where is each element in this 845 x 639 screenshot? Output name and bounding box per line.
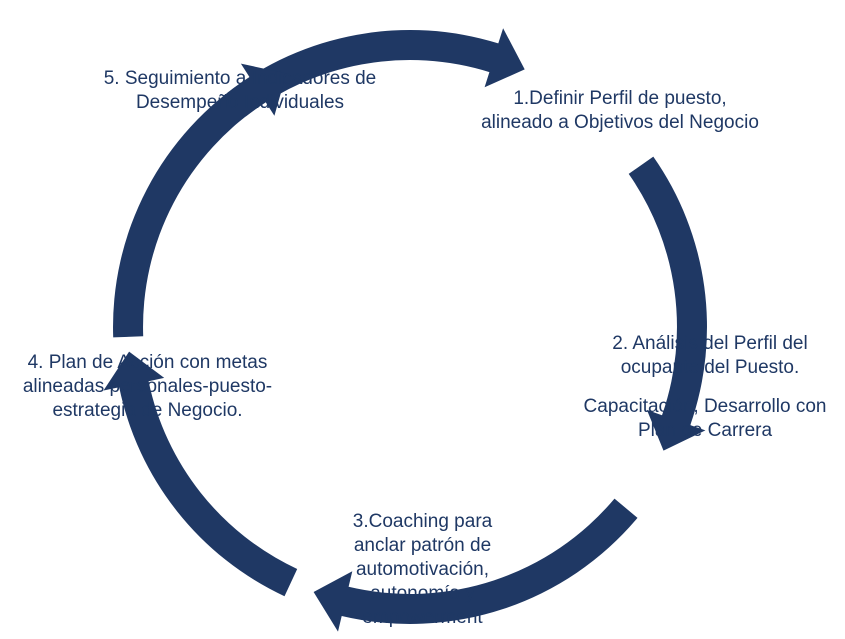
arrow-step5-to-step1 xyxy=(227,28,525,117)
step-5-seguimiento-indicadores: 5. Seguimiento a Indicadores de Desempeñ… xyxy=(60,67,420,115)
step-2-sub-line-1: Capacitación, Desarrollo con xyxy=(583,396,827,417)
step-4-line-3: estrategia de Negocio. xyxy=(52,400,243,421)
step-3-coaching: 3.Coaching para anclar patrón de automot… xyxy=(320,510,525,630)
step-2-line-2: ocupante del Puesto. xyxy=(620,357,800,378)
step-2-analisis-perfil: 2. Análisis del Perfil del ocupante del … xyxy=(560,332,845,380)
step-1-definir-perfil: 1.Definir Perfil de puesto, alineado a O… xyxy=(445,87,795,135)
step-2-capacitacion: Capacitación, Desarrollo con Plan de Car… xyxy=(540,395,845,443)
step-2-line-1: 2. Análisis del Perfil del xyxy=(612,333,808,354)
cycle-arrows xyxy=(103,28,707,632)
step-3-line-4: autonomía y xyxy=(370,583,475,604)
arrow-step4-to-step5 xyxy=(113,63,287,338)
step-5-line-1: 5. Seguimiento a Indicadores de xyxy=(103,68,377,89)
step-3-line-2: anclar patrón de xyxy=(353,535,492,556)
step-4-line-2: alineadas personales-puesto- xyxy=(22,376,273,397)
step-3-line-3: automotivación, xyxy=(355,559,490,580)
step-1-line-1: 1.Definir Perfil de puesto, xyxy=(513,88,727,109)
arrow-step2-to-step3 xyxy=(313,498,638,632)
step-5-line-2: Desempeño Individuales xyxy=(135,92,345,113)
step-2-sub-line-2: Plan de Carrera xyxy=(637,420,773,441)
arrow-step3-to-step4 xyxy=(103,351,298,597)
step-4-plan-accion: 4. Plan de Acción con metas alineadas pe… xyxy=(0,351,295,423)
step-1-line-2: alineado a Objetivos del Negocio xyxy=(481,112,759,133)
step-3-line-1: 3.Coaching para xyxy=(352,511,493,532)
step-3-line-5: empowerment xyxy=(362,607,483,628)
arrow-step1-to-step2 xyxy=(628,156,707,451)
step-4-line-1: 4. Plan de Acción con metas xyxy=(27,352,268,373)
